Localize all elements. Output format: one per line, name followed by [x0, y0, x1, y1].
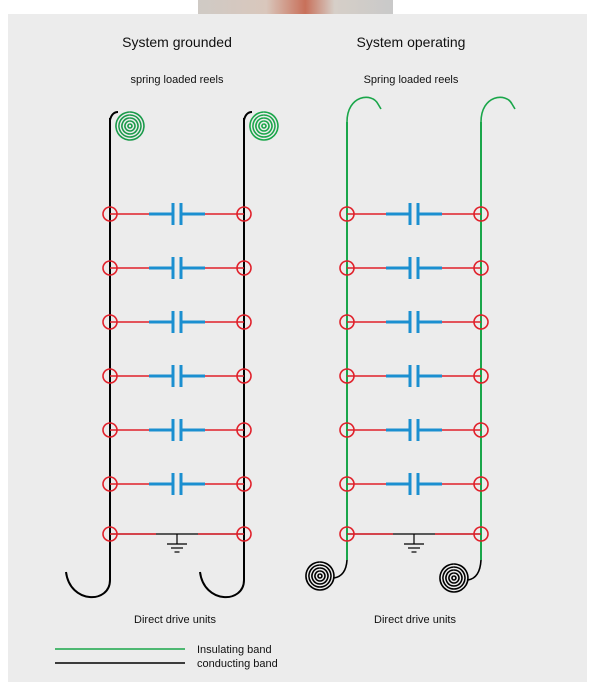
connector-ring-icon — [102, 260, 118, 276]
left-diagram-title: System grounded — [122, 34, 232, 50]
connector-ring-icon — [339, 260, 355, 276]
spiral-reel-icon — [115, 111, 145, 141]
connector-ring-icon — [102, 314, 118, 330]
right-rail-band — [199, 118, 245, 598]
connector-ring-icon — [236, 314, 252, 330]
spiral-reel-icon — [305, 561, 335, 591]
connector-ring-icon — [102, 368, 118, 384]
left-top-label: spring loaded reels — [131, 74, 224, 86]
connector-ring-icon — [236, 476, 252, 492]
connector-ring-icon — [236, 422, 252, 438]
right-diagram — [305, 96, 516, 593]
left-diagram — [65, 111, 279, 598]
connector-ring-icon — [236, 260, 252, 276]
right-reel-top — [243, 111, 279, 141]
diagram-panel — [8, 14, 587, 682]
connector-ring-icon — [236, 526, 252, 542]
connector-ring-icon — [339, 314, 355, 330]
connector-ring-icon — [473, 260, 489, 276]
connector-ring-icon — [102, 476, 118, 492]
spiral-reel-icon — [249, 111, 279, 141]
right-top-label: Spring loaded reels — [364, 74, 459, 86]
legend: Insulating band conducting band — [55, 644, 278, 670]
rungs-group — [102, 203, 489, 553]
connector-ring-icon — [236, 368, 252, 384]
left-reel-bottom — [305, 559, 348, 591]
connector-ring-icon — [473, 476, 489, 492]
photo-strip — [198, 0, 393, 14]
legend-insulating-label: Insulating band — [197, 644, 272, 656]
left-reel-top — [109, 111, 145, 141]
connector-ring-icon — [236, 206, 252, 222]
connector-ring-icon — [102, 422, 118, 438]
connector-ring-icon — [339, 368, 355, 384]
connector-ring-icon — [339, 476, 355, 492]
connector-ring-icon — [102, 206, 118, 222]
legend-conducting-label: conducting band — [197, 658, 278, 670]
right-reel-bottom — [439, 559, 482, 593]
left-bottom-label: Direct drive units — [134, 614, 216, 626]
connector-ring-icon — [473, 206, 489, 222]
spiral-reel-icon — [439, 563, 469, 593]
left-rail-band — [65, 118, 111, 598]
connector-ring-icon — [473, 526, 489, 542]
connector-ring-icon — [473, 368, 489, 384]
connector-ring-icon — [339, 206, 355, 222]
connector-ring-icon — [473, 422, 489, 438]
right-rail-band — [480, 96, 516, 123]
left-rail-band — [346, 96, 382, 123]
right-bottom-label: Direct drive units — [374, 614, 456, 626]
connector-ring-icon — [102, 526, 118, 542]
connector-ring-icon — [339, 422, 355, 438]
connector-ring-icon — [473, 314, 489, 330]
right-diagram-title: System operating — [357, 34, 466, 50]
connector-ring-icon — [339, 526, 355, 542]
